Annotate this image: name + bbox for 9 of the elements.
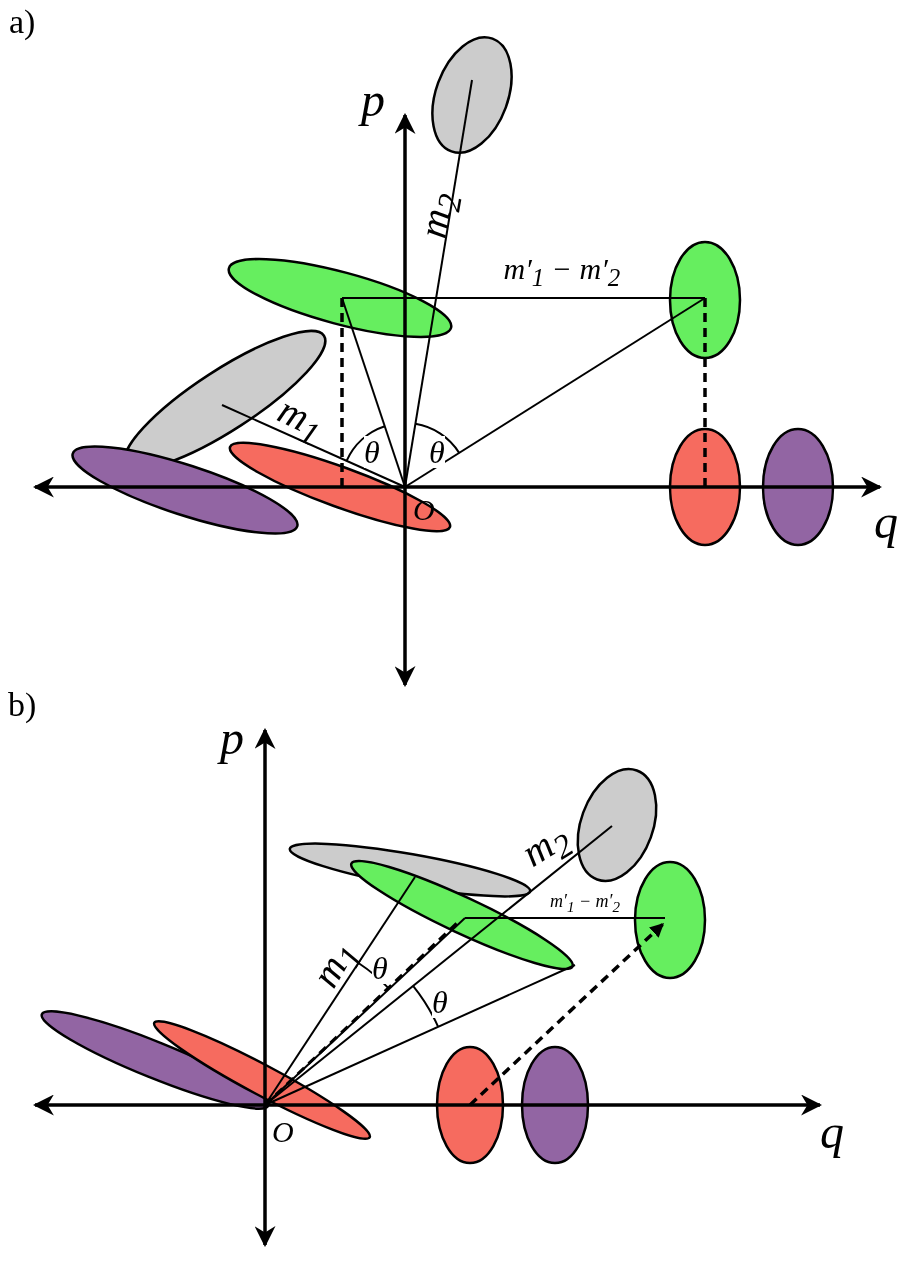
angle-label: θ bbox=[429, 436, 445, 468]
difference-label: m′$_{1}$ − m′$_{2}$ bbox=[503, 254, 621, 290]
axis-label: q bbox=[820, 1108, 844, 1156]
panel-label: b) bbox=[8, 688, 37, 722]
axis-label: q bbox=[874, 498, 898, 546]
angle-label: θ bbox=[364, 436, 380, 468]
panel-label: a) bbox=[9, 5, 36, 39]
difference-label: m′$_{1}$ − m′$_{2}$ bbox=[550, 891, 621, 915]
origin-label: O bbox=[272, 1117, 294, 1147]
